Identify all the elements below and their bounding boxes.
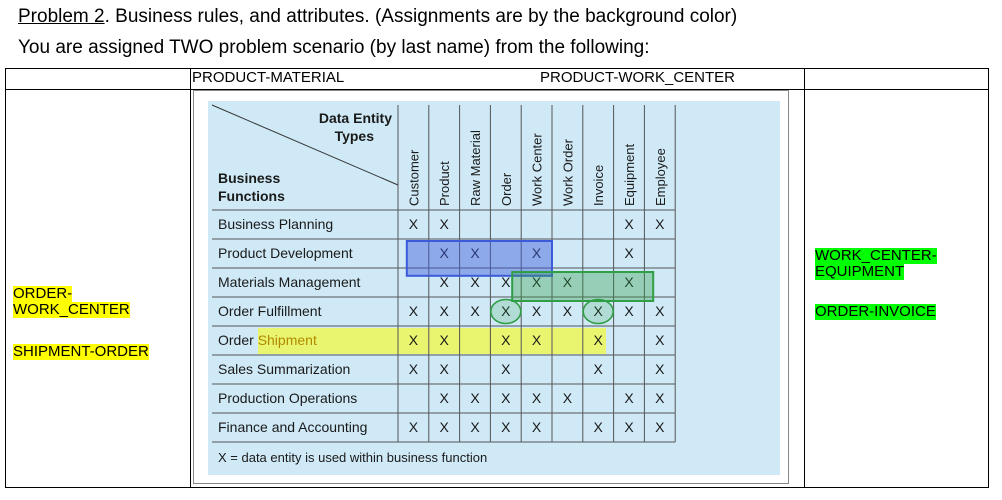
matrix-svg: Data Entity Types Business Functions Cus… [208,101,780,475]
order-circle [489,298,522,325]
matrix-cell: X [532,274,542,290]
label-product-work-center: PRODUCT-WORK_CENTER [540,69,736,86]
corner-label-top-2: Types [335,128,375,144]
assignment-instruction: You are assigned TWO problem scenario (b… [18,37,650,58]
green-selection-box [511,271,655,302]
row-label: Materials Management [218,274,361,290]
matrix-cell: X [532,303,542,319]
column-header: Equipment [622,143,637,206]
shipment-row-highlight [258,328,606,354]
matrix-cell: X [409,361,419,377]
matrix-cell: X [409,303,419,319]
column-header: Invoice [591,165,606,206]
matrix-cell: X [409,419,419,435]
matrix-cell: X [655,303,665,319]
column-header: Work Order [560,138,575,206]
blue-selection-box [405,240,553,277]
matrix-cell: X [440,332,450,348]
matrix-cell: X [470,419,480,435]
row-label: Order Shipment [218,332,317,348]
table-column-divider [190,69,191,487]
matrix-cell: X [501,274,511,290]
matrix-cell: X [624,390,634,406]
matrix-cell: X [501,390,511,406]
matrix-cell: X [624,303,634,319]
row-label: Finance and Accounting [218,419,367,435]
matrix-cell: X [409,216,419,232]
matrix-cell: X [563,274,573,290]
matrix-cell: X [470,390,480,406]
corner-diagonal [211,104,399,186]
corner-label-bottom-2: Functions [218,188,285,204]
table-row-divider [6,89,988,90]
matrix-footnote: X = data entity is used within business … [218,450,487,465]
problem-heading: Problem 2. Business rules, and attribute… [18,6,737,28]
matrix-cell: X [624,245,634,261]
matrix-cell: X [440,245,450,261]
matrix-cell: X [594,361,604,377]
matrix-cell: X [594,332,604,348]
matrix-cell: X [440,303,450,319]
matrix-cell: X [440,216,450,232]
label-product-material: PRODUCT-MATERIAL [192,69,345,86]
column-header: Product [437,161,452,206]
problem-label: Problem 2 [18,6,105,27]
matrix-cell: X [532,245,542,261]
matrix-cell: X [532,419,542,435]
matrix-cell: X [594,419,604,435]
matrix-cell: X [655,361,665,377]
matrix-cell: X [563,303,573,319]
matrix-cell: X [655,216,665,232]
problem-description: . Business rules, and attributes. (Assig… [104,6,738,27]
label-order-invoice: ORDER-INVOICE [815,303,936,320]
matrix-cell: X [440,274,450,290]
row-label: Order Fulfillment [218,303,322,319]
matrix-cell: X [501,361,511,377]
assignment-table [5,68,989,488]
matrix-cell: X [440,390,450,406]
matrix-cell: X [655,419,665,435]
matrix-cell: X [501,419,511,435]
matrix-cell: X [440,361,450,377]
matrix-cell: X [624,419,634,435]
row-label-highlighted-part: Shipment [258,332,317,348]
matrix-cell: X [655,332,665,348]
matrix-cell: X [624,274,634,290]
matrix-figure: Data Entity Types Business Functions Cus… [193,90,789,484]
matrix-cell: X [624,216,634,232]
column-header: Order [499,172,514,206]
matrix-cell: X [470,245,480,261]
column-header: Customer [406,149,421,206]
matrix-cell: X [409,332,419,348]
matrix-cell: X [655,390,665,406]
matrix-cell: X [594,303,604,319]
row-label: Production Operations [218,390,357,406]
row-label-part: Order [218,332,258,348]
invoice-circle [582,298,615,325]
matrix-cell: X [501,303,511,319]
matrix-cell: X [532,332,542,348]
matrix-cell: X [440,419,450,435]
label-order-work-center-line1: ORDER- [13,285,73,302]
table-column-divider [804,69,805,487]
matrix-cell: X [470,274,480,290]
column-header: Employee [653,148,668,206]
label-order-work-center-line2: WORK_CENTER [13,301,130,318]
row-label: Sales Summarization [218,361,350,377]
row-label: Business Planning [218,216,333,232]
label-shipment-order: SHIPMENT-ORDER [13,343,149,360]
column-header: Work Center [530,133,545,206]
corner-label-top-1: Data Entity [319,110,392,126]
corner-label-bottom-1: Business [218,170,280,186]
row-label: Product Development [218,245,353,261]
matrix-cell: X [470,303,480,319]
column-header: Raw Material [468,130,483,206]
matrix-cell: X [501,332,511,348]
matrix-cell: X [532,390,542,406]
label-work-center-equipment-line1: WORK_CENTER- [815,247,937,264]
label-work-center-equipment-line2: EQUIPMENT [815,263,905,280]
matrix-cell: X [563,390,573,406]
